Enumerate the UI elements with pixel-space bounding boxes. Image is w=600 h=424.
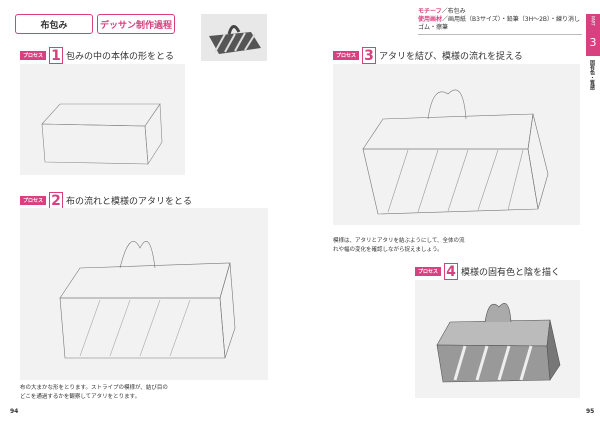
- part-label: PART: [590, 16, 596, 26]
- process-label: プロセス: [415, 267, 442, 276]
- caption-right: 模様は、アタリとアタリを結ぶようにして、全体の流れや幅の変化を確認しながら捉えま…: [333, 237, 465, 255]
- page-number-right: 95: [586, 408, 595, 415]
- step-title: 模様の固有色と陰を描く: [461, 268, 561, 278]
- tab-label: デッサン制作過程: [99, 20, 172, 31]
- caption-left: 布の大まかな形をとります。ストライプの模様が、結び目のどこを通過するかを観察して…: [20, 384, 168, 402]
- part-tab: PART 3: [586, 14, 600, 56]
- caption-line: 模様は、アタリとアタリを結ぶようにして、全体の流: [333, 238, 465, 244]
- tab-furoshiki: 布包み: [15, 14, 93, 34]
- part-title: 固有色・質感: [589, 60, 595, 90]
- caption-line: れや幅の変化を確認しながら捉えましょう。: [333, 247, 443, 253]
- sketch-step-2: [20, 208, 268, 380]
- materials-value: 画用紙（B3サイズ）・鉛筆（3H〜2B）・練り消しゴム・擦筆: [418, 16, 581, 31]
- page-number-left: 94: [10, 408, 19, 415]
- process-label: プロセス: [20, 51, 47, 60]
- sketch-step-4: [415, 280, 580, 398]
- sketch-step-3: [333, 64, 580, 225]
- caption-line: どこを通過するかを観察してアタリをとります。: [20, 394, 141, 400]
- tab-drawing-process: デッサン制作過程: [97, 14, 175, 34]
- step-title: 包みの中の本体の形をとる: [66, 52, 175, 62]
- motif-value: 布包み: [447, 8, 466, 15]
- part-number: 3: [589, 36, 597, 49]
- step-title: アタリを結び、模様の流れを捉える: [379, 52, 523, 62]
- motif-label: モチーフ: [418, 8, 442, 15]
- step-number: 1: [49, 47, 64, 64]
- tab-label: 布包み: [40, 20, 68, 31]
- materials-label: 使用画材: [418, 16, 443, 23]
- step-title: 布の流れと模様のアタリをとる: [66, 197, 193, 207]
- step-number: 4: [444, 263, 459, 280]
- process-label: プロセス: [333, 51, 360, 60]
- sketch-step-1: [20, 64, 185, 175]
- process-label: プロセス: [20, 196, 47, 205]
- reference-photo: [201, 14, 267, 61]
- step-number: 2: [49, 192, 64, 209]
- motif-info: モチーフ／布包み 使用画材／画用紙（B3サイズ）・鉛筆（3H〜2B）・練り消しゴ…: [418, 8, 582, 35]
- caption-line: 布の大まかな形をとります。ストライプの模様が、結び目の: [20, 385, 168, 391]
- step-number: 3: [362, 47, 377, 64]
